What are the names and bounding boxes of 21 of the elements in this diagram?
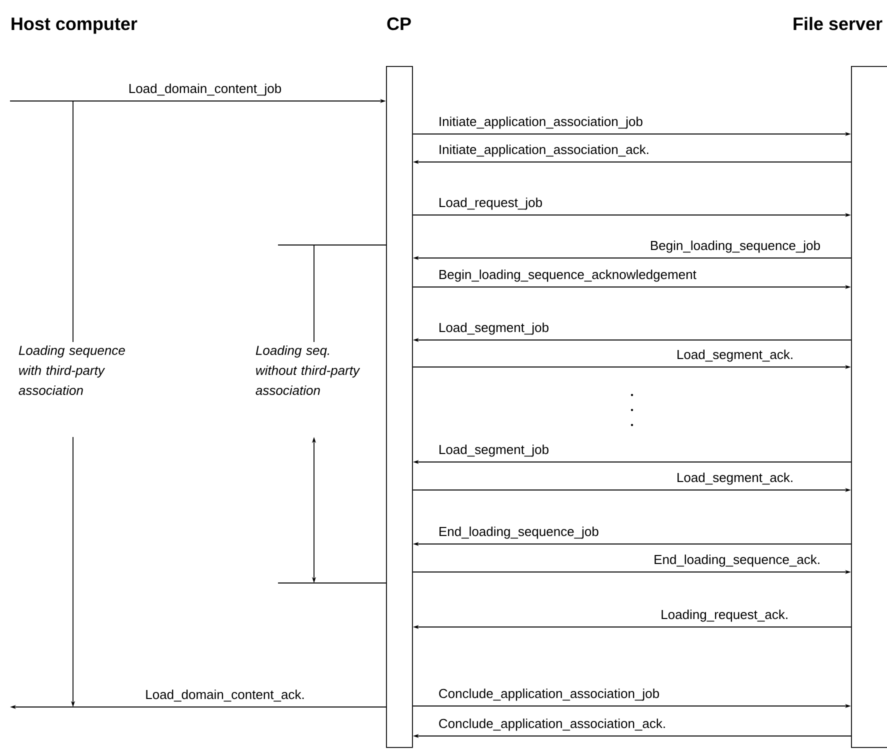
edge-label: End_loading_sequence_ack.	[652, 554, 822, 568]
edge-label: Begin_loading_sequence_acknowledgement	[437, 268, 698, 283]
edge-label: Initiate_application_association_ack.	[437, 144, 650, 158]
annotation-text: Loading sequence with third-party association	[18, 345, 125, 395]
participant-heading: CP	[387, 17, 411, 30]
edge-label: Load_segment_job	[437, 322, 550, 336]
edge-label: Load_domain_content_ack.	[144, 688, 306, 703]
edge-label: Load_segment_ack.	[675, 472, 795, 486]
edge-label: Initiate_application_association_job	[437, 116, 644, 130]
participant-heading: File server	[794, 16, 882, 30]
edge-label: Load_request_job	[437, 196, 544, 211]
edge-label: Begin_loading_sequence_job	[648, 240, 822, 254]
annotation-text: Loading seq. without third-party association	[256, 345, 360, 395]
edge-label: Load_domain_content_job	[127, 82, 283, 97]
edge-label: Conclude_application_association_ack.	[437, 718, 668, 732]
edge-label: Load_segment_ack.	[675, 348, 795, 363]
edge-label: Loading_request_ack.	[660, 608, 790, 623]
edge-label: Conclude_application_association_job	[437, 688, 661, 702]
participant-heading: Host computer	[12, 18, 138, 34]
edge-label: End_loading_sequence_job	[437, 526, 600, 540]
edge-label: Load_segment_job	[437, 444, 550, 458]
